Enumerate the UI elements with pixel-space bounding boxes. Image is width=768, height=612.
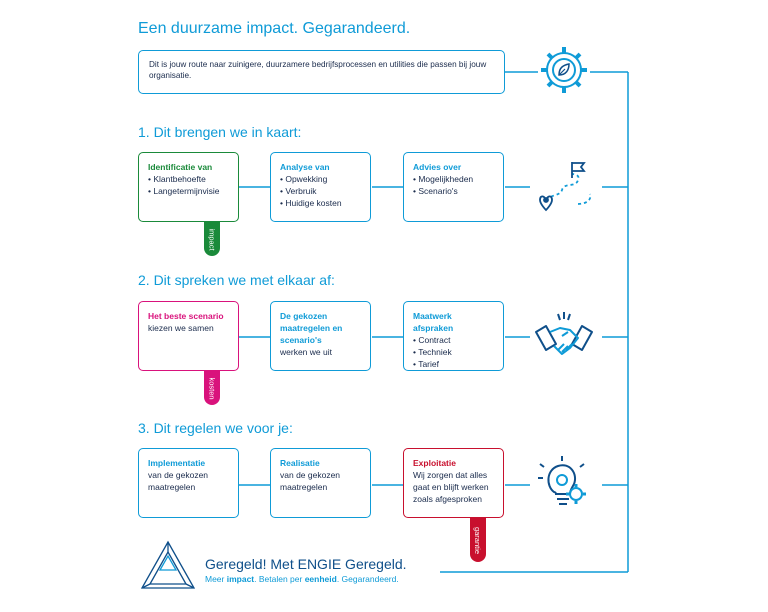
box-exploitatie: Exploitatie Wij zorgen dat alles gaat en… xyxy=(403,448,504,518)
box-head: Het beste scenario xyxy=(148,311,224,321)
box-body: kiezen we samen xyxy=(148,323,214,333)
box-body: werken we uit xyxy=(280,347,332,357)
box-head: Implementatie xyxy=(148,458,206,468)
box-body: van de gekozen maatregelen xyxy=(148,470,209,492)
list-item: Mogelijkheden xyxy=(413,173,494,185)
box-advies: Advies over Mogelijkheden Scenario's xyxy=(403,152,504,222)
list-item: Opwekking xyxy=(280,173,361,185)
handshake-icon xyxy=(532,310,596,369)
box-beste-scenario: Het beste scenario kiezen we samen xyxy=(138,301,239,371)
gear-leaf-icon xyxy=(538,44,590,101)
section-1-title: 1. Dit brengen we in kaart: xyxy=(138,124,302,140)
list-item: Huidige kosten xyxy=(280,197,361,209)
list-item: Contract xyxy=(413,334,494,346)
box-body: van de gekozen maatregelen xyxy=(280,470,341,492)
triangle-logo xyxy=(138,538,198,603)
section-3-title: 3. Dit regelen we voor je: xyxy=(138,420,293,436)
page-title: Een duurzame impact. Gegarandeerd. xyxy=(138,20,411,37)
intro-box: Dit is jouw route naar zuinigere, duurza… xyxy=(138,50,505,94)
tag-garantie: garantie xyxy=(470,518,486,562)
lightbulb-gear-icon xyxy=(532,454,596,519)
box-head: Advies over xyxy=(413,162,462,172)
box-head: Realisatie xyxy=(280,458,320,468)
list-item: Techniek xyxy=(413,346,494,358)
list-item: Langetermijnvisie xyxy=(148,185,229,197)
list-item: Scenario's xyxy=(413,185,494,197)
box-head: Exploitatie xyxy=(413,458,456,468)
footer-subtitle: Meer impact. Betalen per eenheid. Gegara… xyxy=(205,574,399,584)
box-body: Wij zorgen dat alles gaat en blijft werk… xyxy=(413,470,489,504)
tag-kosten: kosten xyxy=(204,371,220,405)
box-head: Analyse van xyxy=(280,162,330,172)
box-realisatie: Realisatie van de gekozen maatregelen xyxy=(270,448,371,518)
tag-impact: impact xyxy=(204,222,220,256)
list-item: Tarief xyxy=(413,358,494,370)
box-head: Identificatie van xyxy=(148,162,213,172)
footer-title: Geregeld! Met ENGIE Geregeld. xyxy=(205,556,407,572)
box-head: Maatwerk afspraken xyxy=(413,311,454,333)
box-maatwerk: Maatwerk afspraken Contract Techniek Tar… xyxy=(403,301,504,371)
section-2-title: 2. Dit spreken we met elkaar af: xyxy=(138,272,335,288)
box-analyse: Analyse van Opwekking Verbruik Huidige k… xyxy=(270,152,371,222)
box-gekozen-maatregelen: De gekozen maatregelen en scenario's wer… xyxy=(270,301,371,371)
route-flag-icon xyxy=(532,160,602,219)
list-item: Klantbehoefte xyxy=(148,173,229,185)
box-implementatie: Implementatie van de gekozen maatregelen xyxy=(138,448,239,518)
box-identificatie: Identificatie van Klantbehoefte Langeter… xyxy=(138,152,239,222)
box-head: De gekozen maatregelen en scenario's xyxy=(280,311,343,345)
list-item: Verbruik xyxy=(280,185,361,197)
